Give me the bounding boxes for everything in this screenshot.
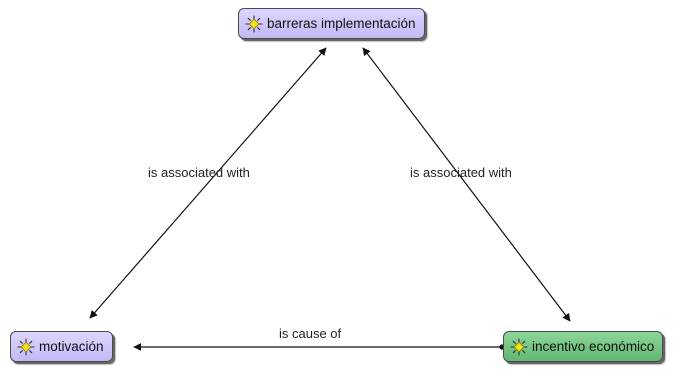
node-barreras-implementacion[interactable]: barreras implementación (238, 8, 425, 39)
edge-barreras-motivacion[interactable] (89, 47, 327, 319)
edge-label-incentivo-motivacion: is cause of (279, 326, 342, 341)
edge-label-barreras-motivacion: is associated with (148, 165, 250, 180)
node-label: incentivo económico (532, 339, 655, 354)
node-label: motivación (39, 339, 104, 354)
node-motivacion[interactable]: motivación (10, 331, 113, 362)
node-incentivo-economico[interactable]: incentivo económico (503, 331, 664, 362)
code-sun-icon (510, 337, 528, 356)
code-sun-icon (245, 14, 263, 33)
code-sun-icon (17, 337, 35, 356)
edge-barreras-incentivo[interactable] (362, 47, 571, 322)
edge-label-barreras-incentivo: is associated with (410, 165, 512, 180)
node-label: barreras implementación (267, 16, 416, 31)
